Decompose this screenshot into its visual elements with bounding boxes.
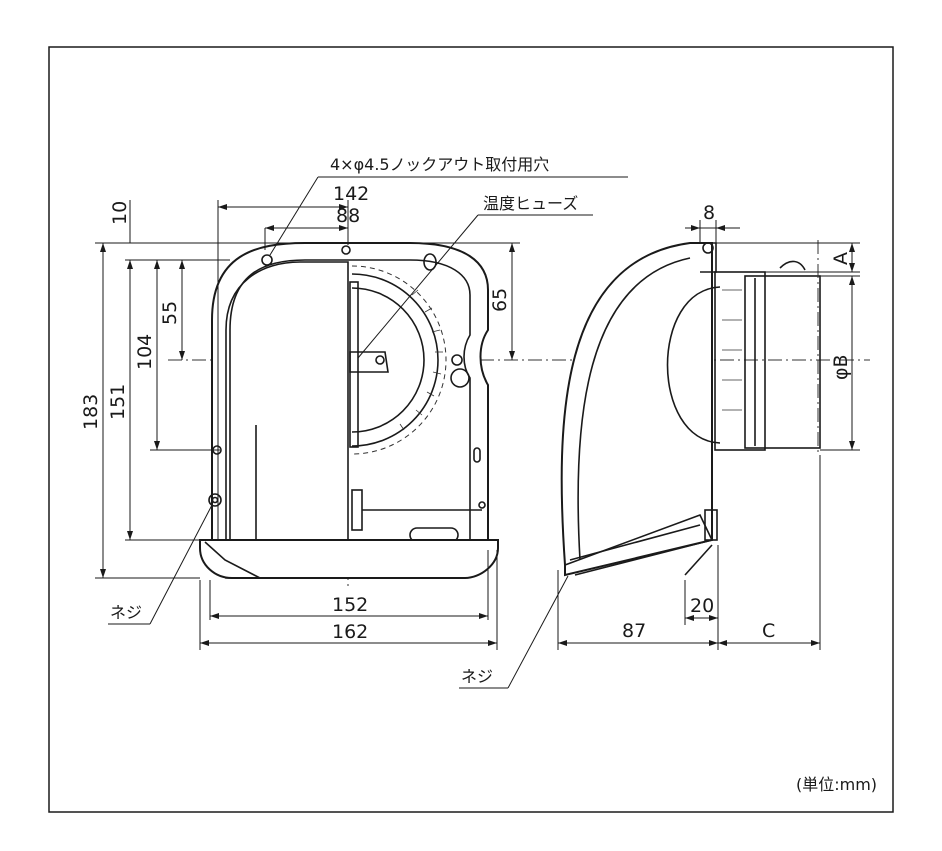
dim-65: 65: [489, 288, 511, 312]
dim-87: 87: [622, 620, 646, 642]
front-view: [168, 230, 870, 588]
dimension-lines: [95, 200, 860, 650]
knockout-hole: [261, 254, 273, 266]
knockout-hole: [451, 354, 463, 366]
dim-152: 152: [332, 594, 368, 616]
dim-10: 10: [109, 201, 131, 225]
dim-20: 20: [690, 595, 714, 617]
dim-104: 104: [134, 334, 156, 370]
dim-151: 151: [107, 384, 129, 420]
unit-label: (単位:mm): [796, 775, 877, 794]
dim-phi-B: φB: [830, 354, 852, 380]
drawing-frame: [48, 46, 894, 813]
knockout-hole: [341, 245, 351, 255]
side-view: [560, 240, 821, 577]
knockout-holes-label: 4×φ4.5ノックアウト取付用穴: [330, 155, 549, 174]
leader-lines: [108, 176, 628, 689]
screw-icon: [208, 493, 222, 507]
dim-183: 183: [80, 394, 102, 430]
thermal-fuse-label: 温度ヒューズ: [483, 194, 578, 213]
dim-88: 88: [336, 205, 360, 227]
dim-A: A: [830, 252, 852, 265]
dim-142: 142: [333, 183, 369, 205]
dim-55: 55: [159, 301, 181, 325]
dim-162: 162: [332, 621, 368, 643]
dim-8: 8: [703, 202, 715, 224]
screw-label-front: ネジ: [110, 603, 142, 622]
dim-C: C: [762, 620, 775, 642]
screw-label-side: ネジ: [461, 667, 493, 686]
